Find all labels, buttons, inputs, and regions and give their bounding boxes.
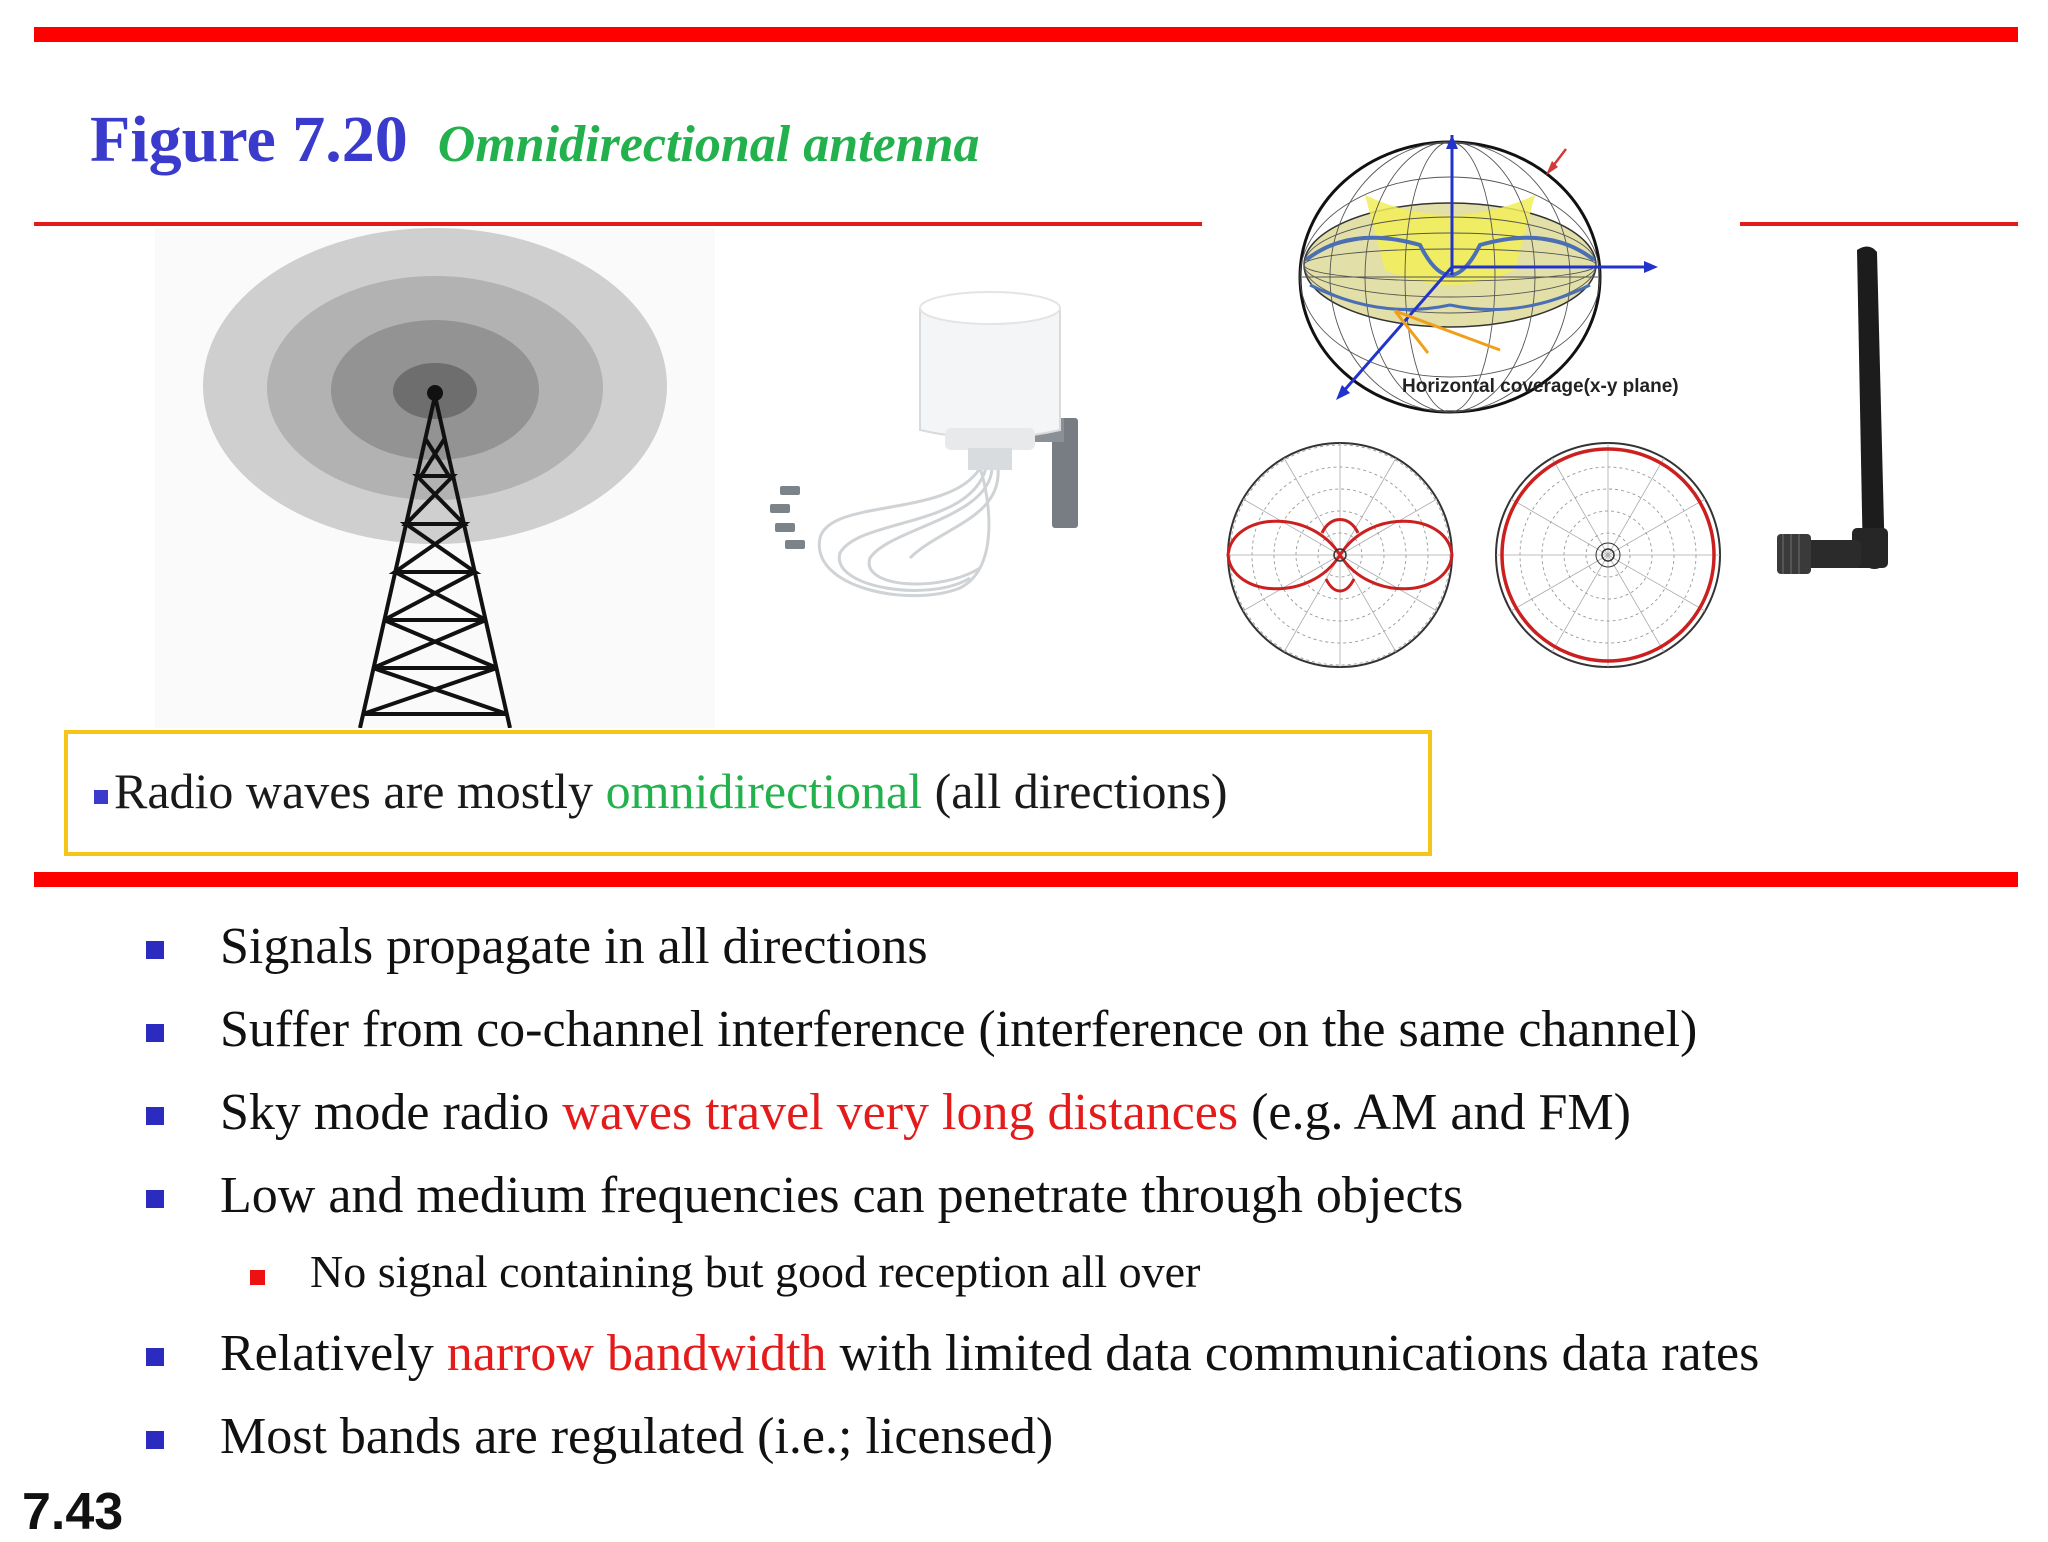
list-item: Sky mode radio waves travel very long di… bbox=[140, 1071, 2020, 1154]
bullet-highlight: waves travel very long distances bbox=[562, 1084, 1239, 1141]
bullet-text: Signals propagate in all directions bbox=[220, 918, 928, 975]
cylindrical-antenna-image bbox=[740, 268, 1120, 628]
bullet-highlight: narrow bandwidth bbox=[446, 1325, 827, 1382]
callout-text: Radio waves are mostly omnidirectional (… bbox=[94, 762, 1228, 820]
callout-bullet-icon bbox=[94, 789, 108, 804]
callout-box: Radio waves are mostly omnidirectional (… bbox=[64, 730, 1432, 856]
figure-caption: Omnidirectional antenna bbox=[437, 116, 980, 173]
list-item: Relatively narrow bandwidth with limited… bbox=[140, 1312, 2020, 1395]
bullet-text-before: Sky mode radio bbox=[220, 1084, 563, 1141]
bullet-text-before: Relatively bbox=[220, 1325, 447, 1382]
page-number: 7.43 bbox=[22, 1483, 124, 1541]
top-red-rule bbox=[34, 27, 2018, 42]
bullet-text: No signal containing but good reception … bbox=[310, 1246, 1201, 1297]
mid-red-rule-right bbox=[1740, 222, 2018, 226]
bullet-text-after: with limited data communications data ra… bbox=[826, 1325, 1760, 1382]
list-item: Low and medium frequencies can penetrate… bbox=[140, 1154, 2020, 1237]
coverage-label: Horizontal coverage(x-y plane) bbox=[1402, 376, 1679, 397]
mid-red-rule-left bbox=[34, 222, 1202, 226]
sub-bullet-icon bbox=[250, 1270, 265, 1285]
sub-list-item: No signal containing but good reception … bbox=[140, 1237, 2020, 1312]
polar-plot-circular bbox=[1495, 442, 1721, 668]
bullet-list: Signals propagate in all directions Suff… bbox=[140, 905, 2020, 1478]
callout-text-before: Radio waves are mostly bbox=[114, 763, 606, 819]
figure-number: Figure 7.20 bbox=[90, 103, 408, 176]
bullet-icon bbox=[146, 1348, 164, 1366]
callout-highlight: omnidirectional bbox=[605, 763, 923, 819]
callout-text-after: (all directions) bbox=[922, 763, 1228, 819]
list-item: Suffer from co-channel interference (int… bbox=[140, 988, 2020, 1071]
radio-tower-image bbox=[155, 228, 715, 728]
bullet-icon bbox=[146, 1024, 164, 1042]
radiation-pattern-3d-image: Horizontal coverage(x-y plane) bbox=[1290, 135, 1690, 420]
bullet-text: Most bands are regulated (i.e.; licensed… bbox=[220, 1408, 1054, 1465]
bullet-icon bbox=[146, 941, 164, 959]
figure-title: Figure 7.20 Omnidirectional antenna bbox=[90, 102, 980, 178]
bottom-red-rule bbox=[34, 872, 2018, 887]
bullet-text: Low and medium frequencies can penetrate… bbox=[220, 1167, 1464, 1224]
bullet-text-after: (e.g. AM and FM) bbox=[1238, 1084, 1631, 1141]
polar-plot-figure-eight bbox=[1226, 442, 1454, 668]
bullet-text: Suffer from co-channel interference (int… bbox=[220, 1001, 1698, 1058]
bullet-icon bbox=[146, 1431, 164, 1449]
bullet-icon bbox=[146, 1190, 164, 1208]
bullet-icon bbox=[146, 1107, 164, 1125]
list-item: Signals propagate in all directions bbox=[140, 905, 2020, 988]
list-item: Most bands are regulated (i.e.; licensed… bbox=[140, 1395, 2020, 1478]
rubber-duck-antenna-image bbox=[1745, 228, 1945, 598]
